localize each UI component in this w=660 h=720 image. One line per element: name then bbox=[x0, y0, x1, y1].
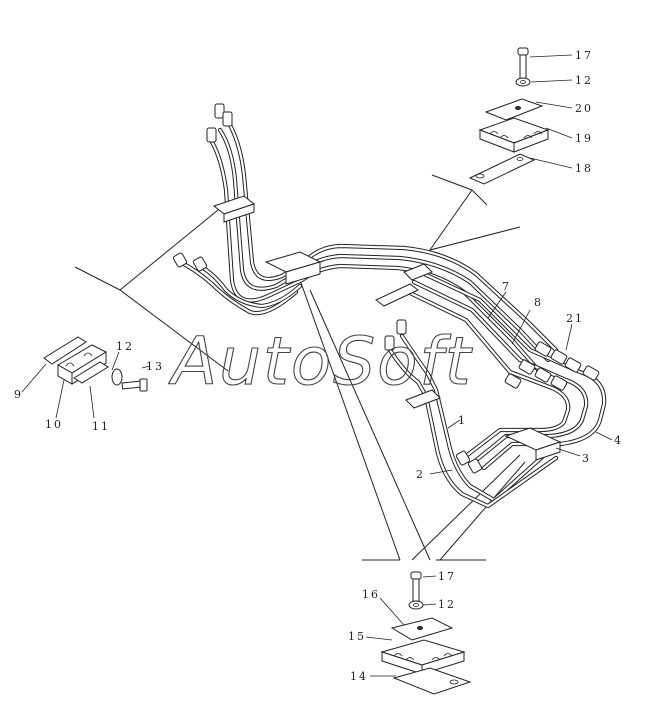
callout-11: 11 bbox=[92, 420, 110, 433]
callout-21: 21 bbox=[566, 312, 584, 325]
pipe-bundle bbox=[172, 103, 607, 509]
clamp-block-19 bbox=[478, 117, 550, 153]
callout-17-top: 17 bbox=[575, 49, 593, 62]
bolt-17-bottom bbox=[410, 571, 422, 602]
callout-15: 15 bbox=[348, 630, 366, 643]
callout-19: 19 bbox=[575, 132, 593, 145]
callout-14: 14 bbox=[350, 670, 368, 683]
callout-12-left: 12 bbox=[116, 340, 134, 353]
plate-20 bbox=[484, 98, 544, 121]
callout-18: 18 bbox=[575, 162, 593, 175]
explosion-leader-lines bbox=[74, 174, 526, 561]
callout-9: 9 bbox=[14, 388, 23, 401]
pipe-end-fittings bbox=[172, 103, 483, 474]
plate-9 bbox=[43, 336, 87, 365]
callout-10: 10 bbox=[45, 418, 63, 431]
callout-2: 2 bbox=[416, 468, 425, 481]
callout-4: 4 bbox=[614, 434, 623, 447]
bolt-17-top bbox=[517, 47, 529, 80]
callout-3: 3 bbox=[582, 452, 591, 465]
clamp-assembly-top-right: 17 12 20 19 18 bbox=[468, 47, 593, 185]
clamp-block-15 bbox=[380, 639, 466, 675]
callout-20: 20 bbox=[575, 102, 593, 115]
bundle-clamps bbox=[212, 195, 562, 461]
callout-12-top: 12 bbox=[575, 74, 593, 87]
callout-16: 16 bbox=[362, 588, 380, 601]
bracket-14 bbox=[392, 667, 472, 695]
callout-12-bottom: 12 bbox=[438, 598, 456, 611]
clamp-assembly-left: 9 10 11 12 13 bbox=[14, 336, 164, 433]
pipe-callouts: 7 8 21 1 2 3 4 bbox=[416, 280, 623, 481]
bracket-18 bbox=[468, 153, 536, 185]
washer-12-left bbox=[111, 368, 123, 386]
callout-8: 8 bbox=[534, 296, 543, 309]
watermark-text: AutoSoft bbox=[168, 323, 473, 400]
bolt-13 bbox=[121, 378, 148, 392]
fitting-cluster-21 bbox=[504, 341, 600, 391]
callout-13: 13 bbox=[146, 360, 164, 373]
washer-12-top bbox=[515, 77, 531, 87]
plate-11 bbox=[73, 361, 109, 384]
clamp-assembly-bottom: 17 12 16 15 14 bbox=[348, 570, 472, 695]
callout-1: 1 bbox=[458, 414, 467, 427]
callout-7: 7 bbox=[502, 280, 511, 293]
washer-12-bottom bbox=[408, 600, 424, 610]
callout-17-bottom: 17 bbox=[438, 570, 456, 583]
